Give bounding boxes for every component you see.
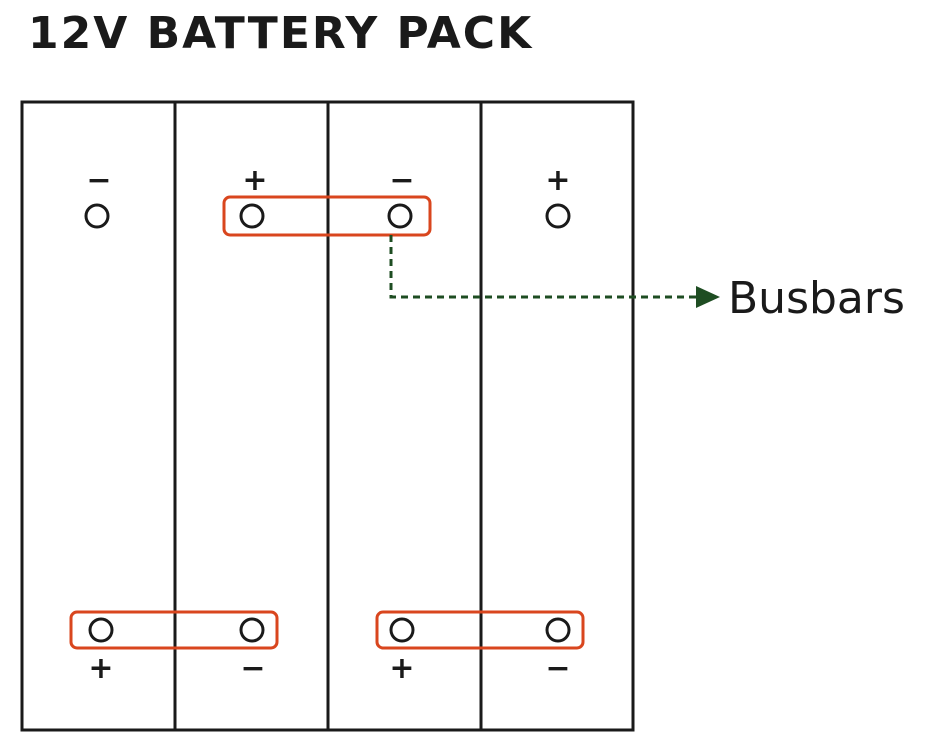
battery-cells xyxy=(20,100,635,732)
polarity-signs: − + − + + − + − xyxy=(86,163,570,686)
busbars xyxy=(69,195,585,650)
diagram-title: 12V BATTERY PACK xyxy=(28,8,534,59)
polarity-cell-4-top: + xyxy=(545,163,570,198)
busbar-callout: Busbars xyxy=(389,235,905,324)
battery-cell-4 xyxy=(479,100,635,732)
polarity-cell-2-bottom: − xyxy=(240,651,265,686)
polarity-cell-4-bottom: − xyxy=(545,651,570,686)
busbar-top xyxy=(222,195,432,237)
polarity-cell-3-bottom: + xyxy=(389,651,414,686)
terminal-cell-1-bottom xyxy=(88,617,114,643)
terminal-cell-3-bottom xyxy=(389,617,415,643)
terminal-cell-2-top xyxy=(239,203,265,229)
polarity-cell-1-top: − xyxy=(86,163,111,198)
busbars-label: Busbars xyxy=(728,273,905,324)
terminal-cell-4-bottom xyxy=(545,617,571,643)
terminal-cell-3-top xyxy=(387,203,413,229)
busbar-bottom-right xyxy=(375,610,585,650)
terminal-cell-4-top xyxy=(545,203,571,229)
polarity-cell-1-bottom: + xyxy=(88,651,113,686)
callout-arrowhead-icon xyxy=(696,286,720,308)
polarity-cell-3-top: − xyxy=(389,163,414,198)
terminal-cell-1-top xyxy=(84,203,110,229)
polarity-cell-2-top: + xyxy=(242,163,267,198)
terminals xyxy=(84,203,571,643)
terminal-cell-2-bottom xyxy=(239,617,265,643)
callout-leader-line xyxy=(389,235,698,299)
busbar-bottom-left xyxy=(69,610,279,650)
